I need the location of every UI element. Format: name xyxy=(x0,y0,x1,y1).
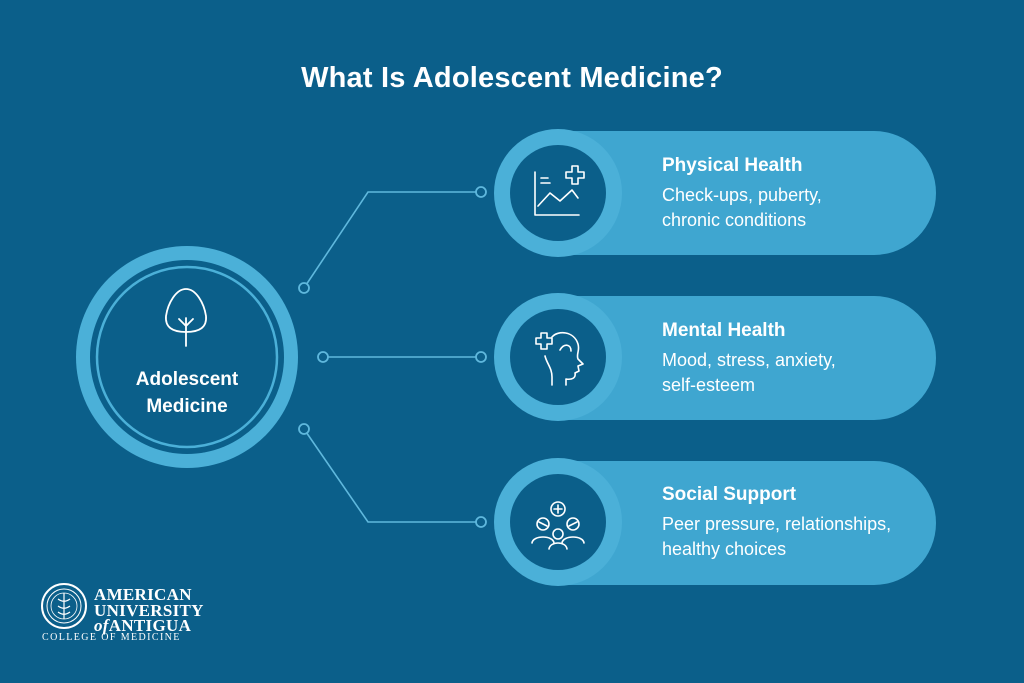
tree-icon xyxy=(165,288,207,347)
card-social-support xyxy=(494,458,936,586)
hub-label-line1: Adolescent xyxy=(135,369,239,390)
card-text-social: Peer pressure, relationships, healthy ch… xyxy=(662,512,932,562)
group-plus-icon xyxy=(531,501,585,550)
card-text-social-line1: Peer pressure, relationships, xyxy=(662,514,892,534)
card-heading-physical: Physical Health xyxy=(662,155,803,176)
card-text-physical-line2: chronic conditions xyxy=(662,210,807,230)
card-text-physical: Check-ups, puberty, chronic conditions xyxy=(662,183,932,233)
brand-line1: AMERICAN xyxy=(94,585,192,604)
brand-line3-main: ANTIGUA xyxy=(108,616,192,635)
card-heading-mental: Mental Health xyxy=(662,320,786,341)
hub-circle xyxy=(76,246,298,468)
card-text-mental-line1: Mood, stress, anxiety, xyxy=(662,350,836,370)
card-heading-social: Social Support xyxy=(662,484,797,505)
chart-plus-icon xyxy=(534,165,585,216)
connector-physical xyxy=(303,191,480,289)
page-title: What Is Adolescent Medicine? xyxy=(301,62,723,94)
brand-subtitle: COLLEGE OF MEDICINE xyxy=(42,632,181,643)
card-text-mental-line2: self-esteem xyxy=(662,375,756,395)
card-mental-health xyxy=(494,293,936,421)
card-physical-health xyxy=(494,129,936,257)
card-text-mental: Mood, stress, anxiety, self-esteem xyxy=(662,348,932,398)
connector-social xyxy=(303,428,480,523)
hub-label-line2: Medicine xyxy=(146,396,228,417)
hub-label: Adolescent Medicine xyxy=(106,366,268,420)
university-seal-icon xyxy=(41,583,87,629)
brand-line3: ofANTIGUA xyxy=(94,616,191,636)
connector-dots xyxy=(298,186,487,528)
head-plus-icon xyxy=(535,331,584,386)
brand-line2: UNIVERSITY xyxy=(94,601,204,620)
connectors xyxy=(303,191,480,523)
brand-line3-prefix: of xyxy=(94,616,109,635)
card-text-physical-line1: Check-ups, puberty, xyxy=(662,185,822,205)
card-text-social-line2: healthy choices xyxy=(662,539,787,559)
